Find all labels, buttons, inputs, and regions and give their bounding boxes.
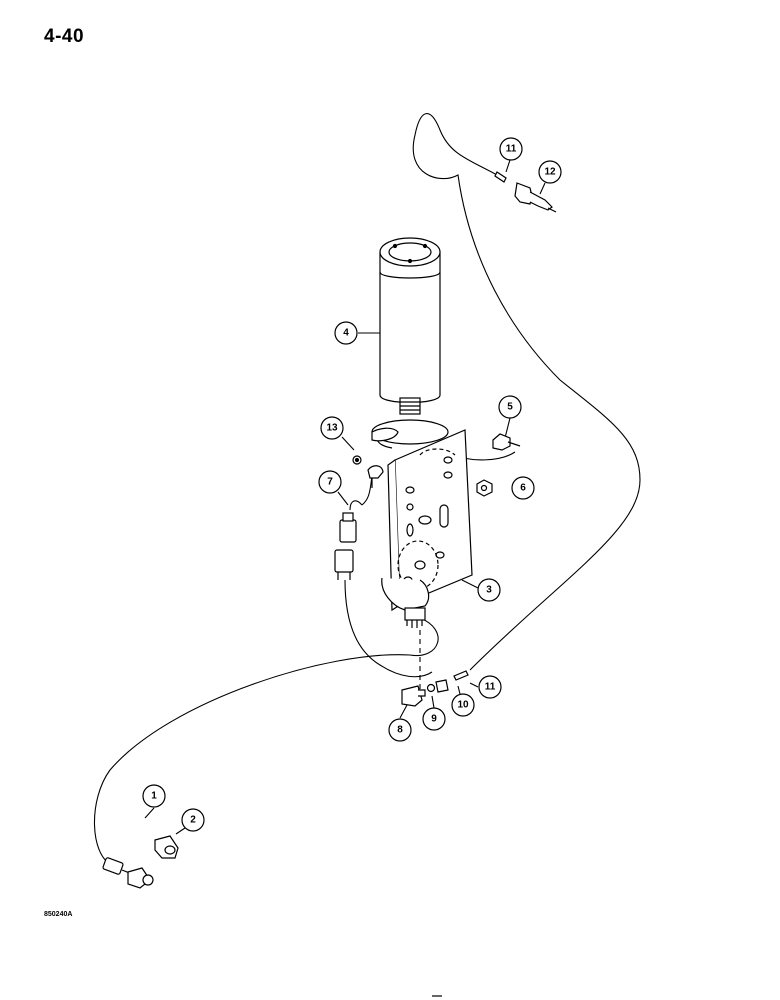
switch-assembly: [102, 835, 179, 889]
wire-lead-2: [349, 500, 363, 511]
leader-5: [504, 417, 511, 439]
bottom-fittings: [401, 670, 469, 707]
callout-3: 3: [477, 578, 501, 602]
callout-label: 11: [506, 144, 517, 155]
callout-13: 13: [320, 416, 344, 440]
callout-label: 8: [397, 725, 403, 736]
callout-label: 6: [520, 483, 526, 494]
figure-code: 850240A: [44, 911, 73, 918]
callout-6: 6: [511, 476, 535, 500]
tubing-lines: [93, 113, 641, 866]
callout-label: 5: [507, 402, 513, 413]
callout-11-top: 11: [499, 137, 523, 161]
callout-11-bottom: 11: [478, 675, 502, 699]
callout-10: 10: [451, 693, 475, 717]
pressure-sender: [381, 577, 430, 628]
tube-upper-loop: [412, 113, 641, 671]
wire-lead: [361, 474, 373, 506]
callout-label: 9: [431, 714, 437, 725]
callout-label: 12: [544, 167, 556, 178]
callout-label: 3: [486, 585, 492, 596]
callout-label: 7: [327, 477, 333, 488]
filter-canister: [379, 237, 441, 415]
top-fitting: [494, 171, 557, 213]
connector-7: [334, 512, 357, 580]
callout-4: 4: [334, 321, 358, 345]
page-number: 4-40: [44, 26, 85, 47]
leader-3: [461, 579, 479, 589]
callout-label: 2: [190, 815, 196, 826]
tube-lower: [93, 617, 439, 866]
leader-8: [399, 704, 408, 719]
leader-10: [457, 685, 461, 695]
mounting-bracket: [371, 419, 473, 612]
callout-label: 10: [457, 700, 469, 711]
bolt-nut: [476, 433, 521, 497]
leader-11b: [469, 682, 479, 688]
callout-5: 5: [498, 395, 522, 419]
callout-label: 1: [151, 791, 157, 802]
callout-7: 7: [318, 470, 342, 494]
sender-tab: [352, 427, 399, 488]
callout-label: 13: [326, 423, 338, 434]
wire-harness: [344, 579, 433, 678]
callout-1: 1: [142, 784, 166, 808]
callout-label: 4: [343, 328, 349, 339]
callout-8: 8: [388, 718, 412, 742]
leader-11a: [505, 159, 511, 173]
leader-1: [144, 807, 155, 819]
leader-12: [539, 182, 546, 195]
leader-9: [431, 695, 435, 709]
callout-2: 2: [181, 808, 205, 832]
callout-9: 9: [422, 707, 446, 731]
callout-label: 11: [485, 682, 496, 693]
callout-12: 12: [538, 160, 562, 184]
leader-13: [341, 436, 355, 451]
leader-7: [337, 491, 349, 506]
